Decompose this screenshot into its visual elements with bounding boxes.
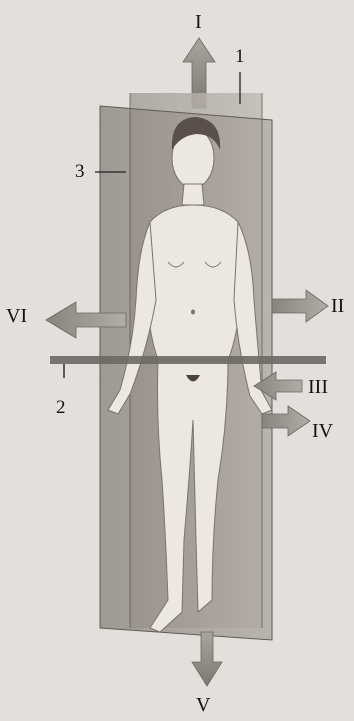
axis-label-right-lowest: IV [312, 421, 333, 441]
axis-label-down: V [196, 695, 210, 715]
arrow-right-icon [272, 290, 328, 322]
plane-label-3: 3 [75, 162, 85, 182]
axis-label-up: I [195, 12, 202, 32]
arrow-down-icon [192, 632, 222, 686]
axis-label-left: VI [6, 306, 27, 326]
plane-label-1: 1 [235, 47, 245, 67]
axis-label-right: II [331, 296, 344, 316]
plane-label-2: 2 [56, 398, 66, 418]
horizontal-plane [50, 356, 326, 364]
axis-label-right-lower: III [308, 377, 328, 397]
